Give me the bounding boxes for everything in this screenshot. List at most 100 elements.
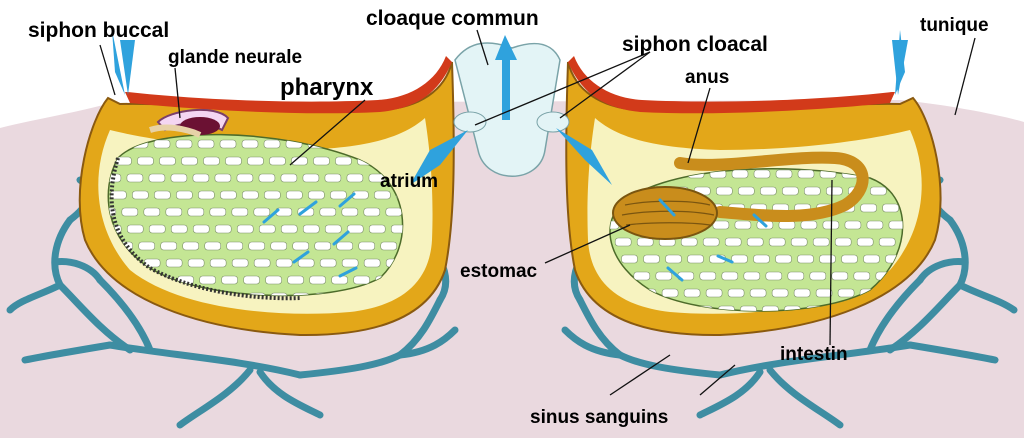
stigma [853,271,871,281]
stigma [731,169,749,179]
stigma [661,288,679,298]
stigma [170,224,188,234]
stigma [793,288,811,298]
stigma [800,220,818,230]
stigma [380,241,398,251]
stigma [319,207,337,217]
stigma [137,156,154,166]
label-pharynx: pharynx [280,74,374,101]
stigma [687,254,704,264]
stigma [153,139,171,149]
label-sinus-sanguins: sinus sanguins [530,407,669,428]
stigma [203,156,220,166]
stigma [297,258,315,268]
stigma [385,207,403,217]
digestive-tract [612,151,869,240]
stigma [358,241,376,251]
stigma [126,173,144,183]
stigma [231,207,249,217]
stigma [819,254,836,264]
stigma [863,254,880,264]
label-tunique: tunique [920,15,989,36]
stigma [132,190,149,200]
stigma [165,207,183,217]
stigma [335,156,352,166]
stigma [198,190,215,200]
stigma [204,241,221,251]
leader-lines [99,29,976,396]
stigma [787,271,805,281]
stigma [737,186,755,196]
stigma [143,207,161,217]
stigma [831,271,849,281]
stigma [286,190,303,200]
stigma [236,224,254,234]
stigma [734,220,752,230]
stigma [715,186,733,196]
stigma [214,224,232,234]
stigma [220,190,237,200]
stigma [844,220,862,230]
stigma [154,190,171,200]
stigma [219,139,237,149]
stigma [292,241,310,251]
stigma [148,224,166,234]
stigma [841,254,858,264]
stigma [280,173,298,183]
stigma [731,254,748,264]
stigma [175,139,193,149]
stigma [181,156,198,166]
label-intestin: intestin [780,344,848,365]
stigma [797,169,815,179]
stigma [121,207,139,217]
stigma [346,173,364,183]
stigma [643,254,660,264]
stigma [368,173,386,183]
stigma [336,241,354,251]
neural-gland [149,108,230,138]
stigma [319,258,337,268]
stigma [264,190,281,200]
stigma [775,169,793,179]
stigma [353,275,370,285]
stigma [126,224,144,234]
stigma [247,156,264,166]
label-cloaque-commun: cloaque commun [366,7,539,30]
stigma [812,237,830,247]
stigma [837,288,855,298]
stigma [330,190,347,200]
stigma [313,156,330,166]
stigma [374,190,391,200]
stigma [765,271,783,281]
stigma [753,254,770,264]
label-estomac: estomac [460,261,538,282]
stigma [724,237,742,247]
stigma [746,237,764,247]
stigma [226,241,243,251]
stigma [176,190,193,200]
stigma [680,237,698,247]
stigma [633,271,651,281]
label-glande-neurale: glande neurale [168,47,303,68]
stigma [263,139,281,149]
stigma [165,258,183,268]
stigma [253,207,271,217]
label-siphon-cloacal: siphon cloacal [622,33,768,56]
stigma [243,275,260,285]
stigma [636,237,654,247]
stigma [749,288,767,298]
stigma [815,288,833,298]
stigma [287,275,304,285]
label-siphon-buccal: siphon buccal [28,19,170,42]
stigma [727,288,745,298]
stigma [790,237,808,247]
stigma [856,237,874,247]
stigma [170,173,188,183]
stigma [743,271,761,281]
stigma [309,275,326,285]
stigma [270,241,288,251]
stigma [759,186,777,196]
stigma [324,224,342,234]
